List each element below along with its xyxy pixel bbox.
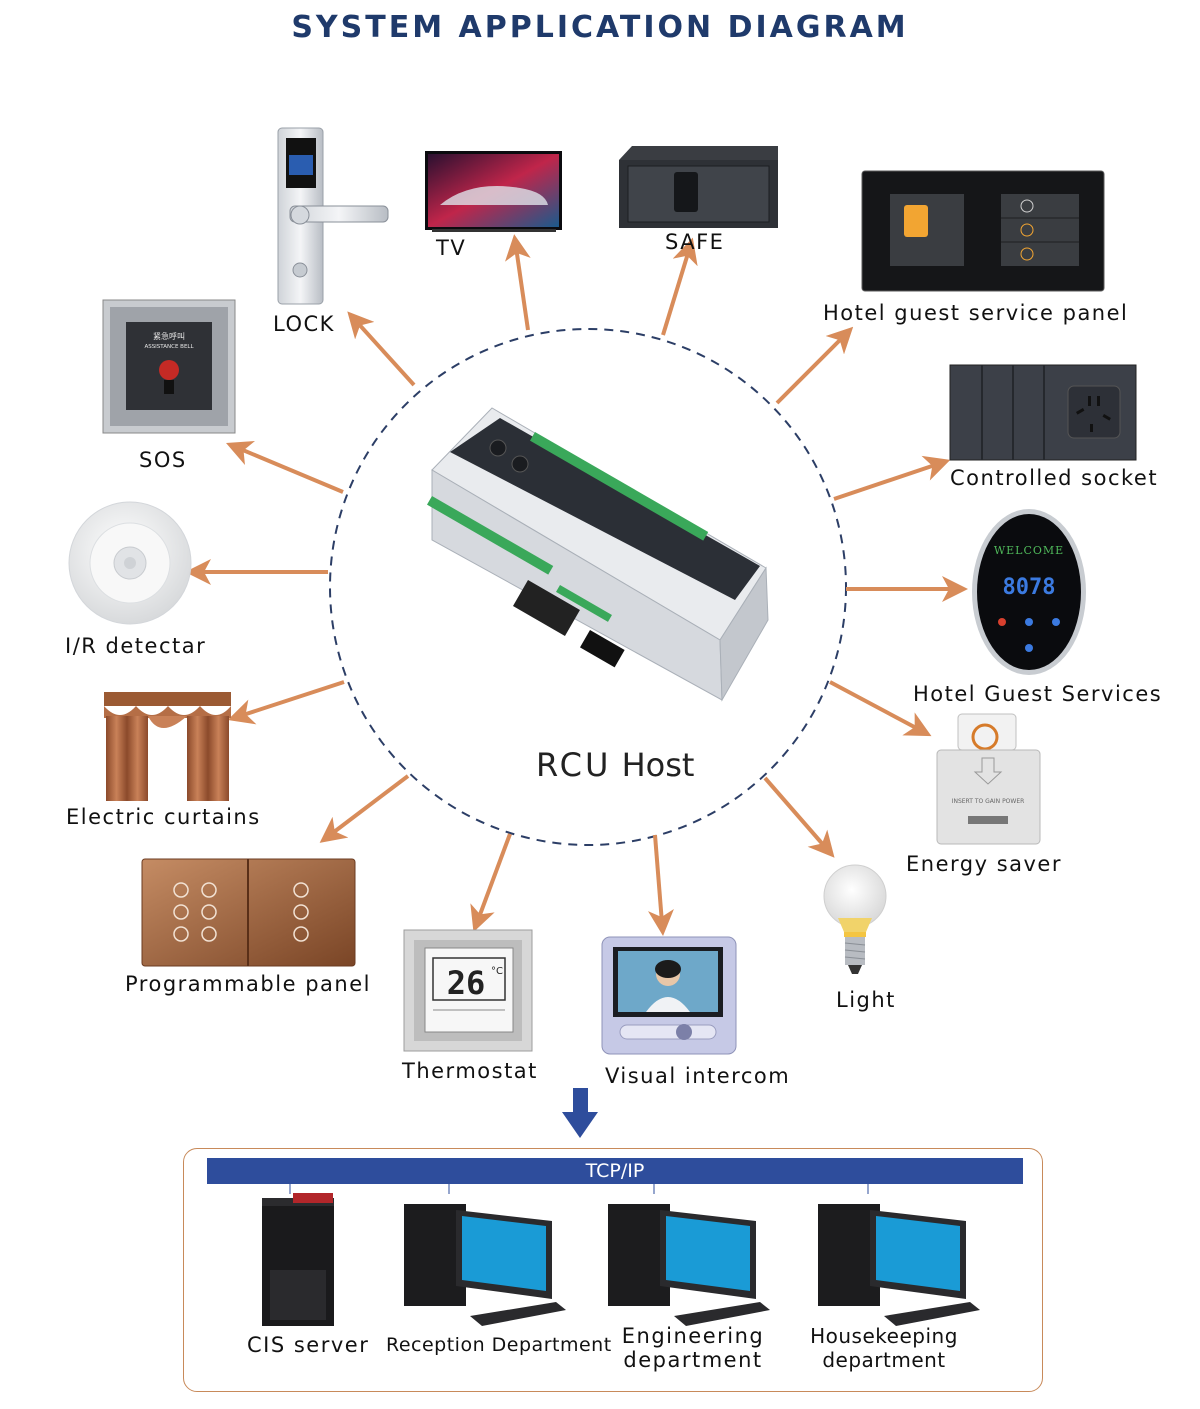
label-guest-services: Hotel Guest Services [913, 682, 1163, 706]
label-housekeeping: Housekeeping department [810, 1324, 958, 1372]
label-guest-panel: Hotel guest service panel [823, 301, 1129, 325]
arrow-thermostat [470, 833, 512, 933]
label-reception: Reception Department [386, 1334, 612, 1356]
sos-image: 紧急呼叫 ASSISTANCE BELL [102, 299, 236, 434]
arrow-curtains [227, 680, 345, 725]
insert-power-text: INSERT TO GAIN POWER [952, 798, 1025, 805]
label-socket: Controlled socket [950, 466, 1159, 490]
label-curtains: Electric curtains [66, 805, 261, 829]
engineering-computer-image [608, 1204, 770, 1326]
arrow-intercom [648, 834, 674, 936]
arrow-energy-saver [829, 680, 932, 737]
label-safe: SAFE [665, 230, 725, 254]
ir-detector-image [68, 501, 192, 625]
guest-services-image: WELCOME 8078 [972, 509, 1086, 675]
welcome-text: WELCOME [994, 544, 1064, 557]
rcu-host-device [427, 407, 769, 702]
arrow-guest-panel [775, 326, 854, 405]
tcp-ip-bar: TCP/IP [207, 1158, 1023, 1184]
label-lock: LOCK [273, 312, 335, 336]
room-number: 8078 [1003, 575, 1056, 600]
intercom-image [601, 936, 737, 1055]
reception-computer-image [404, 1204, 566, 1326]
sos-en-text: ASSISTANCE BELL [144, 344, 194, 350]
arrow-safe [661, 237, 698, 336]
connection-arrows [185, 234, 968, 936]
arrow-sos [226, 441, 344, 494]
light-bulb-image [823, 864, 887, 974]
arrow-tv [504, 234, 531, 331]
lock-image [277, 127, 389, 305]
label-light: Light [836, 988, 896, 1012]
label-ir: I/R detectar [65, 634, 207, 658]
rcu-label-b: Host [611, 746, 695, 784]
safe-image [619, 146, 778, 228]
energy-saver-image: INSERT TO GAIN POWER [936, 713, 1041, 845]
label-intercom: Visual intercom [605, 1064, 791, 1088]
thermostat-temp: 26 [447, 964, 486, 1002]
arrow-light [763, 776, 835, 858]
network-frame [183, 1148, 1043, 1392]
diagram-title: SYSTEM APPLICATION DIAGRAM [291, 10, 909, 45]
sos-cn-text: 紧急呼叫 [153, 331, 185, 341]
label-prog-panel: Programmable panel [125, 972, 371, 996]
rcu-host-label: RCU Host [536, 746, 694, 784]
down-arrow-icon [562, 1088, 598, 1138]
guest-panel-image [861, 170, 1105, 292]
curtains-image [104, 692, 231, 801]
label-energy-saver: Energy saver [906, 852, 1062, 876]
socket-image [949, 364, 1137, 461]
label-engineering: Engineering department [621, 1324, 765, 1372]
programmable-panel-image [141, 858, 356, 967]
label-tv: TV [436, 236, 467, 260]
arrow-socket [833, 455, 951, 501]
network-drops [289, 1184, 869, 1194]
tv-image [425, 151, 562, 232]
label-sos: SOS [139, 448, 187, 472]
rcu-label-a: RCU [536, 746, 612, 784]
housekeeping-computer-image [818, 1204, 980, 1326]
label-cis-server: CIS server [247, 1333, 370, 1357]
label-thermostat: Thermostat [402, 1059, 538, 1083]
cis-server-image [262, 1193, 334, 1326]
arrow-prog-panel [319, 774, 410, 843]
thermostat-unit: °C [491, 966, 503, 977]
arrow-lock [347, 311, 416, 387]
thermostat-image: 26 °C [403, 929, 533, 1052]
